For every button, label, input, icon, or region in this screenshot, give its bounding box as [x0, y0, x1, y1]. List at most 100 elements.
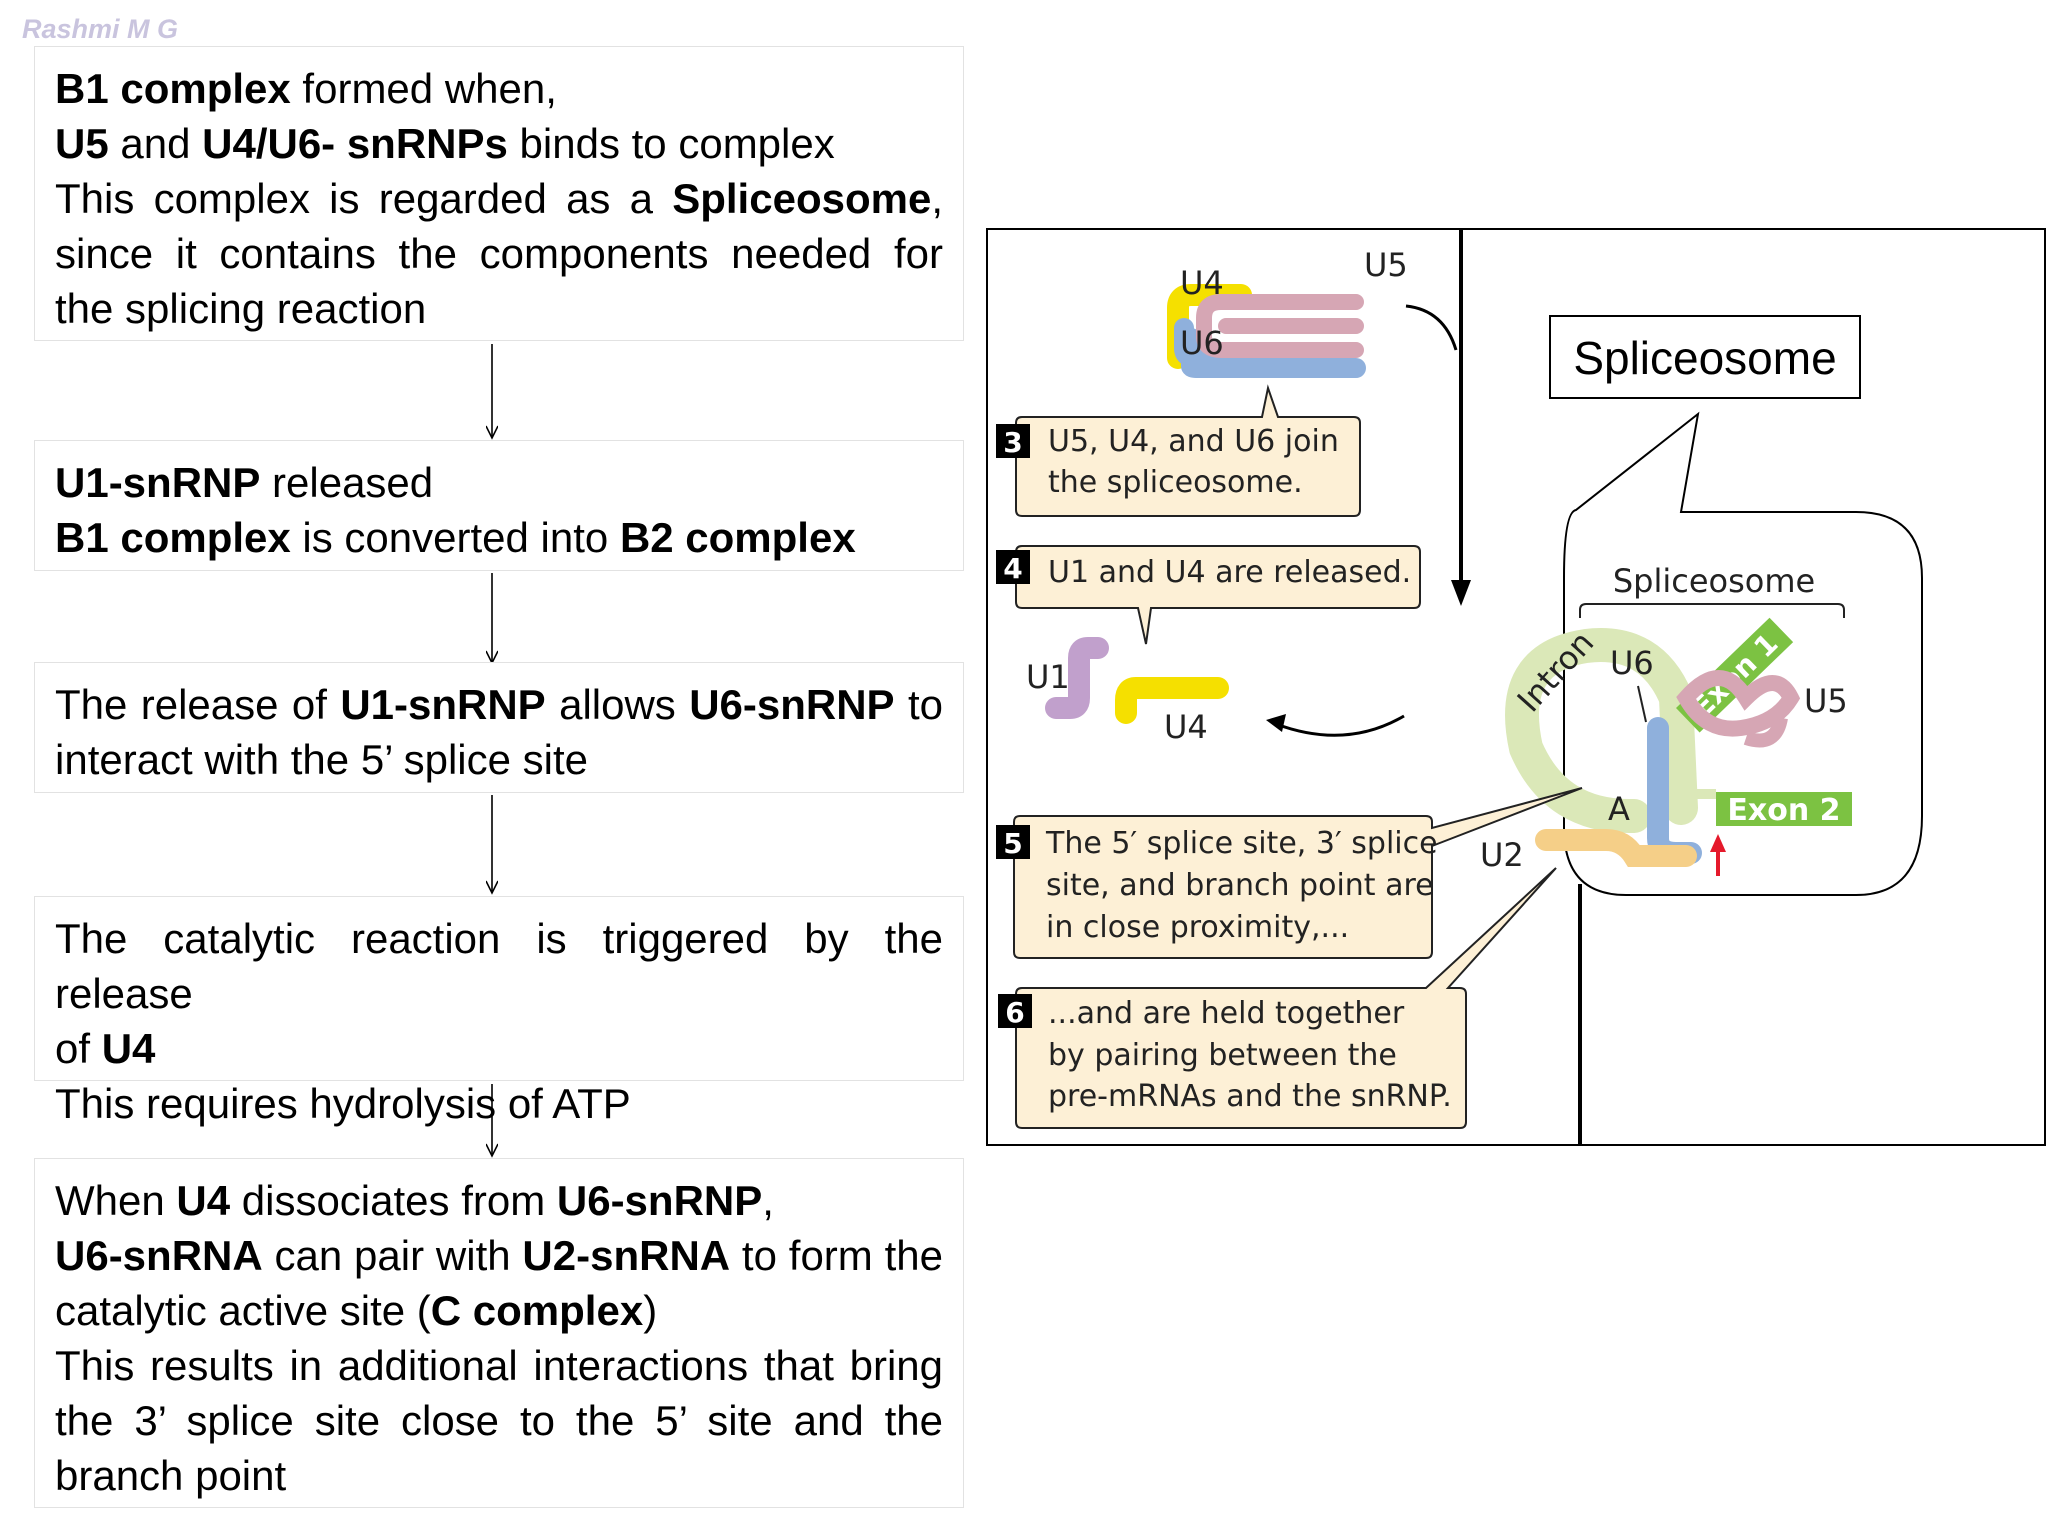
step5-text-1: The 5′ splice site, 3′ splice: [1045, 826, 1438, 861]
bold-term: U1-snRNP: [55, 459, 261, 506]
step5-text-3: in close proximity,...: [1046, 910, 1349, 945]
step6-text-3: pre-mRNAs and the snRNP.: [1048, 1079, 1452, 1114]
u4-u5-u6-trisnrnp: [1167, 284, 1366, 378]
text-line: the splicing reaction: [55, 281, 943, 336]
step6-text-2: by pairing between the: [1048, 1038, 1397, 1073]
flow-arrow-4: [486, 1084, 498, 1158]
bold-term: U6-snRNA: [55, 1232, 263, 1279]
label-exon2: Exon 2: [1727, 793, 1840, 828]
step4-number-badge: [996, 550, 1030, 584]
text-run: catalytic active site (: [55, 1287, 431, 1334]
spliceosome-zoom-bubble: [1563, 411, 1923, 896]
text-run: ,: [762, 1177, 774, 1224]
text-line: catalytic active site (C complex): [55, 1283, 943, 1338]
u5-snrna: [1676, 670, 1801, 737]
label-u2: U2: [1480, 836, 1524, 874]
text-line: U6-snRNA can pair with U2-snRNA to form …: [55, 1228, 943, 1283]
text-run: dissociates from: [230, 1177, 557, 1224]
text-run: This results in additional interactions …: [55, 1342, 943, 1389]
text-run: to form the: [730, 1232, 943, 1279]
text-line: branch point: [55, 1448, 943, 1503]
text-run: The catalytic reaction is triggered by t…: [55, 915, 943, 1017]
text-line: This complex is regarded as a Spliceosom…: [55, 171, 943, 226]
spliceosome-assembly-figure: U4 U5 U6 3 U5, U4, and U6 join the splic…: [986, 228, 2046, 1146]
text-run: ,: [931, 175, 943, 222]
release-arrowhead: [1266, 714, 1286, 732]
u6-pointer: [1637, 685, 1647, 723]
label-u5: U5: [1804, 682, 1848, 720]
step5-text-2: site, and branch point are: [1046, 868, 1434, 903]
text-run: released: [260, 459, 434, 506]
bold-term: U6-snRNP: [556, 1177, 763, 1224]
text-run: of: [55, 1025, 102, 1072]
label-u6: U6: [1610, 644, 1654, 682]
text-run: When: [55, 1177, 177, 1224]
text-line: The catalytic reaction is triggered by t…: [55, 911, 943, 1021]
bold-term: B1 complex: [55, 65, 291, 112]
u2-snrna: [1535, 829, 1697, 867]
flow-arrow-1: [486, 344, 498, 440]
text-run: interact with the 5’ splice site: [55, 736, 589, 783]
step3-number: 3: [1003, 426, 1022, 459]
text-line: U1-snRNP released: [55, 455, 943, 510]
step3-number-badge: [996, 424, 1030, 458]
step3-text-2: the spliceosome.: [1048, 465, 1303, 500]
step-box-u6-interaction: The release of U1-snRNP allows U6-snRNP …: [34, 662, 964, 793]
bold-term: U4: [101, 1025, 156, 1072]
text-run: formed when,: [290, 65, 557, 112]
text-run: can pair with: [262, 1232, 523, 1279]
text-run: the 3’ splice site close to the 5’ site …: [55, 1397, 943, 1444]
step5-callout: [1013, 787, 1583, 959]
text-run: to: [894, 681, 943, 728]
text-run: is converted into: [290, 514, 620, 561]
assembly-flow-arrowhead: [1451, 580, 1471, 606]
text-run: since it contains the components needed …: [55, 230, 943, 277]
text-run: This requires hydrolysis of ATP: [55, 1080, 631, 1127]
u5-join-curve: [1405, 304, 1458, 351]
step3-text-1: U5, U4, and U6 join: [1048, 424, 1339, 459]
released-u1-shape: [1045, 637, 1109, 719]
text-line: of U4: [55, 1021, 943, 1076]
step4-text-1: U1 and U4 are released.: [1048, 555, 1411, 590]
bold-term: U4/U6- snRNPs: [202, 120, 508, 167]
author-watermark: Rashmi M G: [22, 14, 179, 44]
text-line: U5 and U4/U6- snRNPs binds to complex: [55, 116, 943, 171]
text-line: B1 complex formed when,: [55, 61, 943, 116]
label-u5-top: U5: [1364, 246, 1408, 284]
text-run: ): [643, 1287, 658, 1334]
text-run: This complex is regarded as a: [55, 175, 673, 222]
step6-callout: [1015, 867, 1557, 1129]
exon2-block: [1716, 792, 1852, 826]
label-u1-released: U1: [1026, 658, 1070, 696]
bold-term: U2-snRNA: [522, 1232, 731, 1279]
label-u6-top: U6: [1180, 324, 1224, 362]
text-run: and: [108, 120, 203, 167]
step6-number-badge: [998, 994, 1032, 1028]
intron-loop: [1505, 628, 1698, 834]
released-u4-shape: [1115, 677, 1229, 724]
text-line: the 3’ splice site close to the 5’ site …: [55, 1393, 943, 1448]
flow-arrow-2: [486, 573, 498, 665]
bold-term: U5: [55, 120, 109, 167]
spliceosome-title-box: [1549, 315, 1861, 399]
step6-number: 6: [1005, 996, 1024, 1029]
text-line: B1 complex is converted into B2 complex: [55, 510, 943, 565]
bold-term: C complex: [430, 1287, 644, 1334]
bold-term: B1 complex: [55, 514, 291, 561]
text-line: The release of U1-snRNP allows U6-snRNP …: [55, 677, 943, 732]
spliceosome-bracket: [1579, 603, 1845, 618]
step-box-c-complex: When U4 dissociates from U6-snRNP,U6-snR…: [34, 1158, 964, 1508]
text-run: the splicing reaction: [55, 285, 427, 332]
text-line: This results in additional interactions …: [55, 1338, 943, 1393]
step3-callout: [1015, 384, 1361, 517]
spliceosome-small-label: Spliceosome: [1613, 562, 1815, 600]
step6-text-1: ...and are held together: [1048, 996, 1405, 1031]
step-box-catalytic-trigger: The catalytic reaction is triggered by t…: [34, 896, 964, 1127]
text-run: The release of: [55, 681, 341, 728]
step4-number: 4: [1003, 552, 1022, 585]
text-line: This requires hydrolysis of ATP: [55, 1076, 943, 1131]
bold-term: U6-snRNP: [689, 681, 895, 728]
u5-loop: [1743, 716, 1788, 748]
text-line: When U4 dissociates from U6-snRNP,: [55, 1173, 943, 1228]
